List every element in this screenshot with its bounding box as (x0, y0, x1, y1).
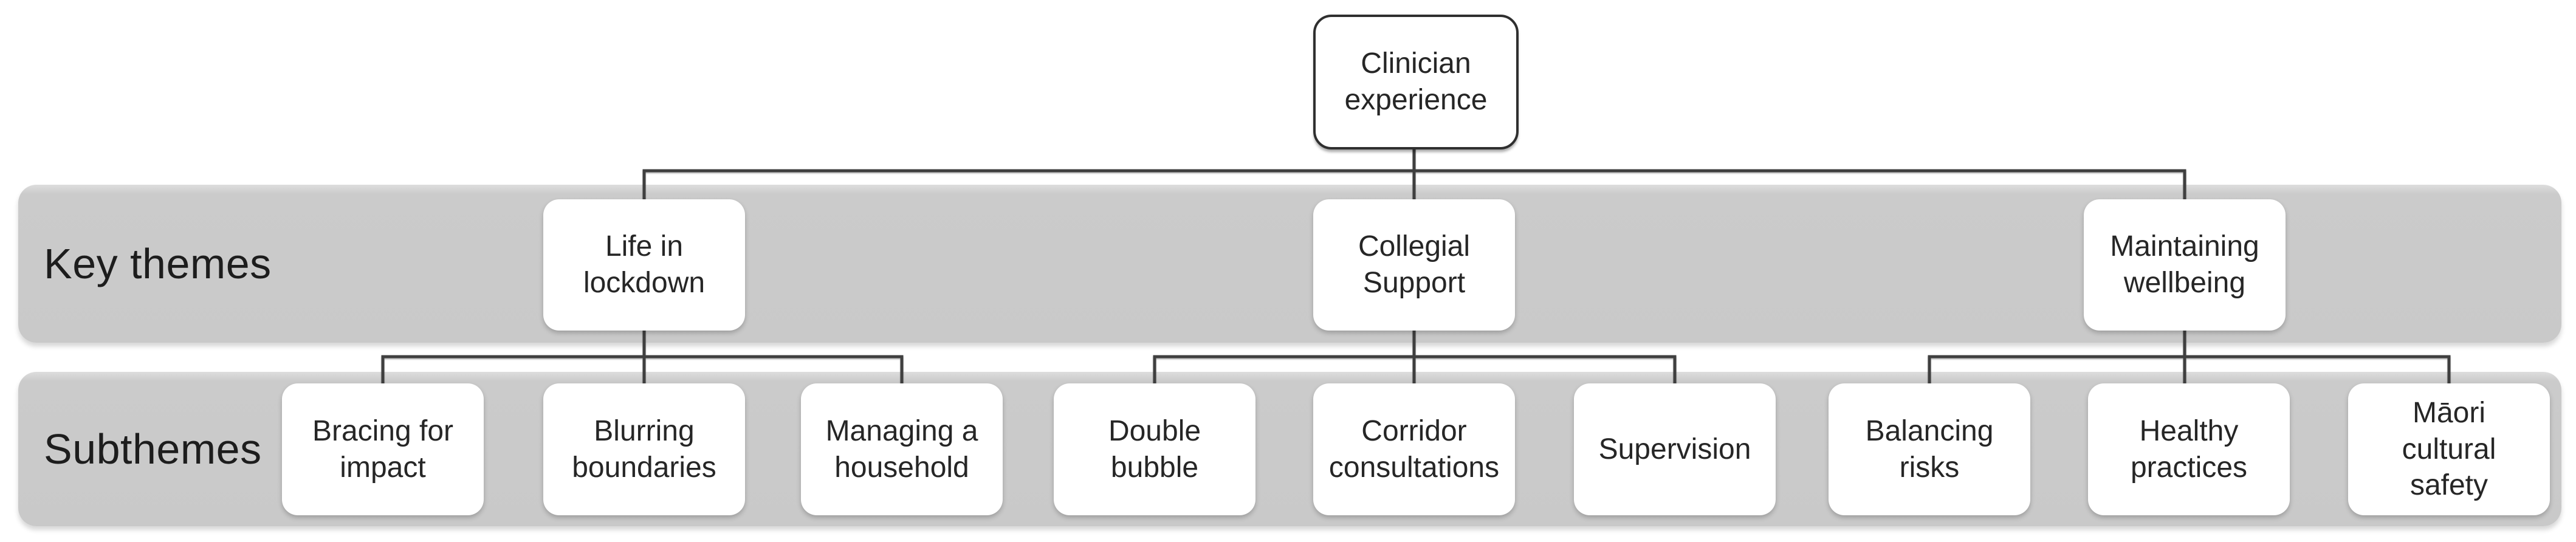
connector-root-to-key-themes (642, 143, 2186, 204)
theme-node-collegial-support: Collegial Support (1313, 199, 1515, 331)
connector-collegial-support-to-subthemes (1153, 329, 1677, 388)
subtheme-node-bracing-for-impact: Bracing for impact (282, 383, 484, 515)
subthemes-row-label: Subthemes (44, 425, 262, 473)
key-themes-row-label: Key themes (44, 240, 272, 287)
theme-node-maintaining-wellbeing: Maintaining wellbeing (2084, 199, 2286, 331)
connector-maintaining-wellbeing-to-subthemes (1928, 329, 2451, 388)
subtheme-node-double-bubble: Double bubble (1054, 383, 1255, 515)
root-node-clinician-experience: Clinician experience (1313, 15, 1519, 149)
connector-life-in-lockdown-to-subthemes (381, 329, 904, 388)
subtheme-node-healthy-practices: Healthy practices (2088, 383, 2290, 515)
subtheme-node-maori-cultural-safety: Māori cultural safety (2348, 383, 2550, 515)
subtheme-node-corridor-consultations: Corridor consultations (1313, 383, 1515, 515)
subtheme-node-managing-a-household: Managing a household (801, 383, 1003, 515)
subtheme-node-supervision: Supervision (1574, 383, 1776, 515)
theme-node-life-in-lockdown: Life in lockdown (543, 199, 745, 331)
subtheme-node-balancing-risks: Balancing risks (1829, 383, 2030, 515)
subtheme-node-blurring-boundaries: Blurring boundaries (543, 383, 745, 515)
